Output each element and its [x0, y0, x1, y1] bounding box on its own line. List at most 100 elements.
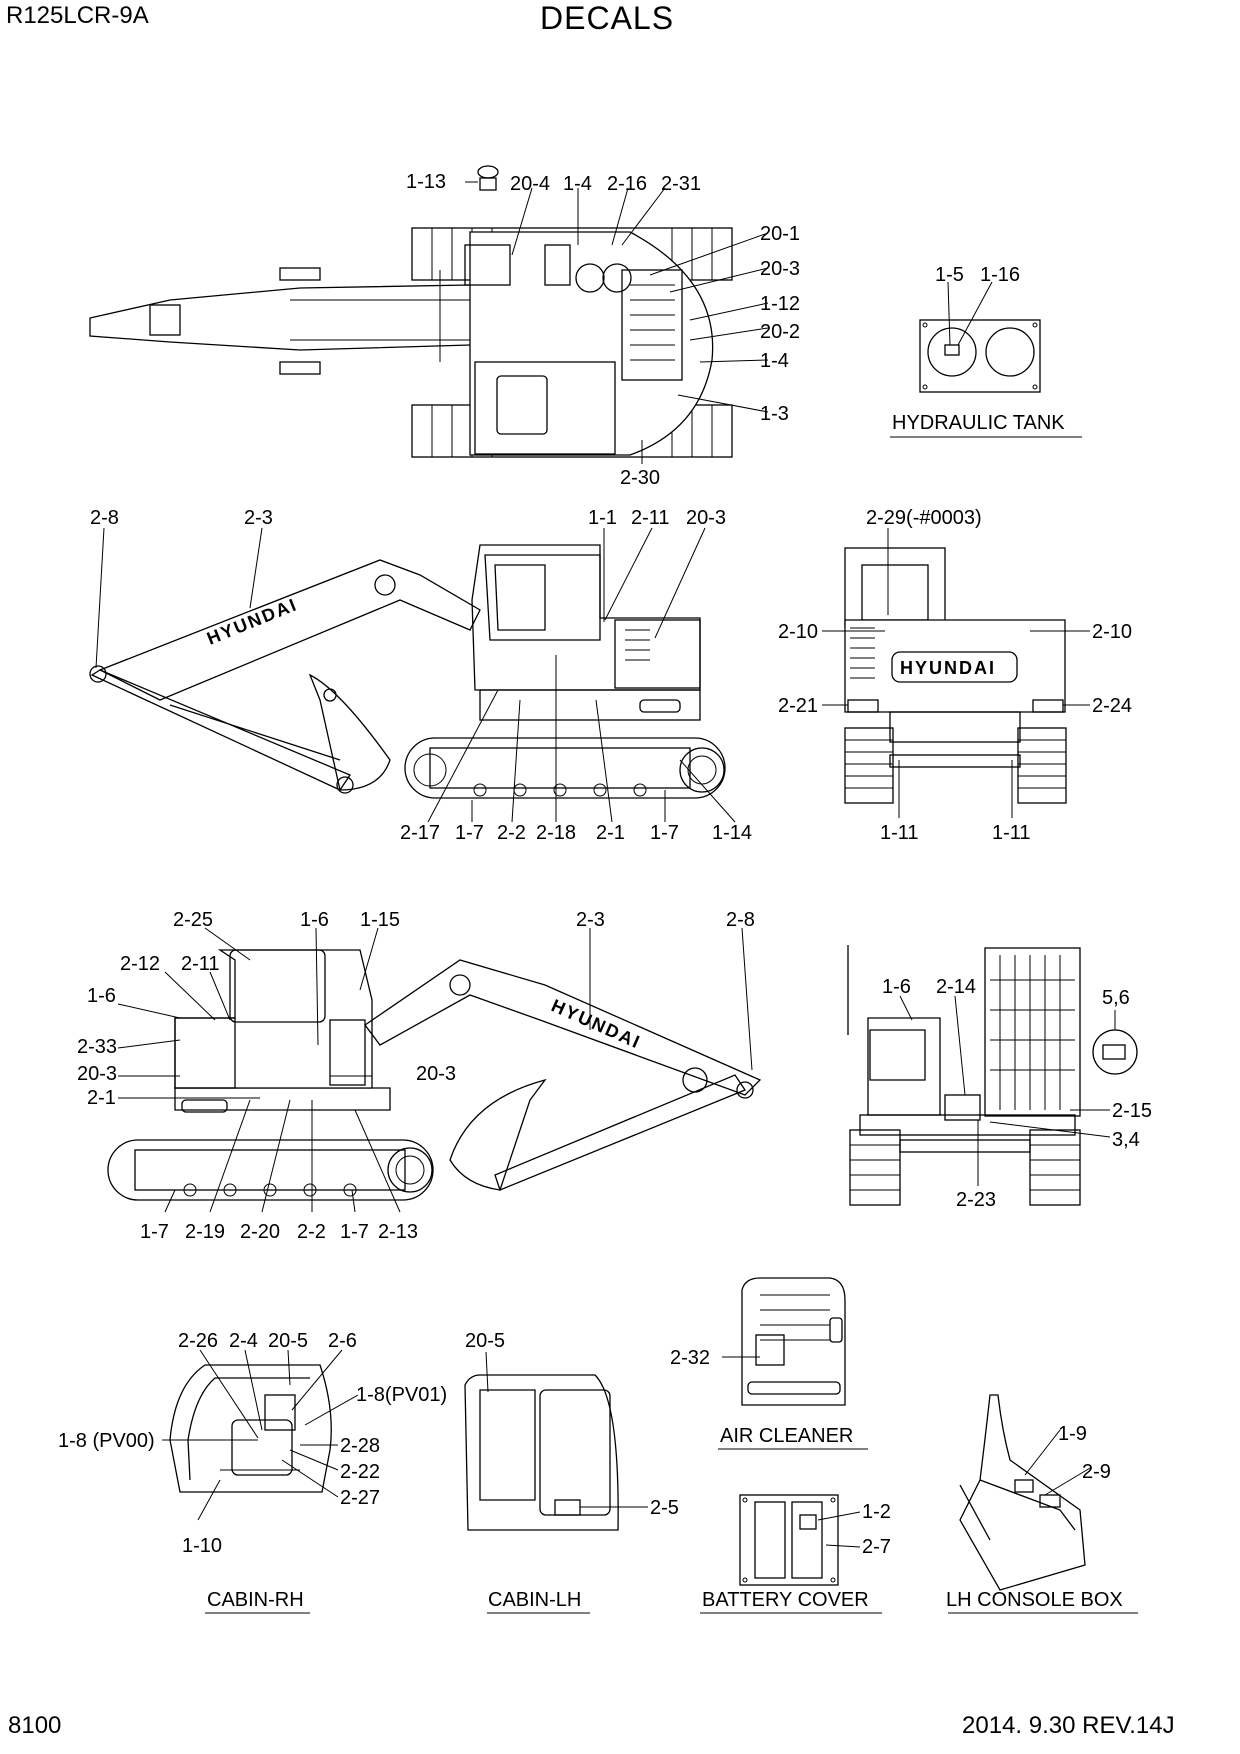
callout-2-3-right: 2-3	[576, 909, 605, 931]
callout-5-6: 5,6	[1102, 987, 1130, 1009]
callout-1-7-right-a: 1-7	[140, 1221, 169, 1243]
left-side-leaders	[95, 527, 736, 823]
callout-1-6-front: 1-6	[882, 976, 911, 998]
callout-1-7-left-b: 1-7	[650, 822, 679, 844]
callout-2-1-left: 2-1	[596, 822, 625, 844]
left-side-callouts: 2-8 2-3 1-1 2-11 20-3 2-17 1-7 2-2 2-18 …	[90, 507, 752, 844]
callout-1-15: 1-15	[360, 909, 400, 931]
callout-2-13: 2-13	[378, 1221, 418, 1243]
callout-20-5-lh: 20-5	[465, 1330, 505, 1352]
callout-2-12: 2-12	[120, 953, 160, 975]
callout-2-32: 2-32	[670, 1347, 710, 1369]
callout-2-9: 2-9	[1082, 1461, 1111, 1483]
callout-1-12: 1-12	[760, 293, 800, 315]
lh-console-box-callouts: 1-9 2-9 LH CONSOLE BOX	[946, 1423, 1123, 1611]
upper-frame	[469, 231, 714, 456]
top-view-callouts: 1-13 20-4 1-4 2-16 2-31 20-1 20-3 1-12 2…	[406, 171, 800, 489]
callout-20-3-left: 20-3	[686, 507, 726, 529]
caption-lh-console-box: LH CONSOLE BOX	[946, 1589, 1123, 1611]
page-number: 8100	[8, 1712, 62, 1739]
hydraulic-tank-labels: 1-5 1-16 HYDRAULIC TANK	[892, 264, 1065, 434]
callout-2-14: 2-14	[936, 976, 976, 998]
caption-cabin-rh: CABIN-RH	[207, 1589, 304, 1611]
cabin-rh-callouts: 2-26 2-4 20-5 2-6 1-8(PV01) 1-8 (PV00) 2…	[58, 1330, 447, 1611]
boom-arm-top	[89, 284, 471, 351]
callout-2-10-left: 2-10	[778, 621, 818, 643]
callout-2-16: 2-16	[607, 173, 647, 195]
callout-20-3: 20-3	[760, 258, 800, 280]
callout-2-19: 2-19	[185, 1221, 225, 1243]
callout-2-21: 2-21	[778, 695, 818, 717]
callout-2-8: 2-8	[90, 507, 119, 529]
callout-2-20: 2-20	[240, 1221, 280, 1243]
callout-1-14: 1-14	[712, 822, 752, 844]
callout-1-11-left: 1-11	[880, 822, 919, 844]
cabin-lh-drawing	[464, 1351, 648, 1614]
callout-1-3: 1-3	[760, 403, 789, 425]
callout-2-24: 2-24	[1092, 695, 1132, 717]
callout-2-31: 2-31	[661, 173, 701, 195]
track-left	[404, 737, 726, 799]
callout-2-6: 2-6	[328, 1330, 357, 1352]
track-right	[107, 1139, 434, 1201]
battery-cover-callouts: 1-2 2-7 BATTERY COVER	[702, 1501, 891, 1611]
callout-2-5: 2-5	[650, 1497, 679, 1519]
callout-2-29: 2-29(-#0003)	[866, 507, 982, 529]
top-view-leaders	[465, 181, 769, 464]
callout-20-2: 20-2	[760, 321, 800, 343]
front-view-drawing	[847, 945, 1138, 1206]
counterweight	[844, 619, 1066, 713]
callout-2-1-right: 2-1	[87, 1087, 116, 1109]
rear-view-leaders	[822, 528, 1090, 818]
battery-cover-panel	[739, 1494, 839, 1586]
cabin-rh-leaders	[162, 1349, 359, 1614]
hydraulic-tank-drawing	[890, 281, 1082, 438]
callout-2-2-left: 2-2	[497, 822, 526, 844]
boom-left	[98, 559, 481, 701]
callout-3-4: 3,4	[1112, 1129, 1140, 1151]
callout-2-11-right: 2-11	[181, 953, 220, 975]
callout-2-26: 2-26	[178, 1330, 218, 1352]
caption-air-cleaner: AIR CLEANER	[720, 1425, 853, 1447]
callout-1-4: 1-4	[563, 173, 592, 195]
front-view-leaders	[899, 995, 1116, 1186]
caption-hydraulic-tank: HYDRAULIC TANK	[892, 412, 1065, 434]
rear-track-right	[1017, 727, 1067, 804]
engine-hood	[621, 269, 683, 381]
callout-2-23: 2-23	[956, 1189, 996, 1211]
upper-left	[471, 544, 701, 691]
air-cleaner-drawing	[718, 1277, 868, 1450]
revision-date: 2014. 9.30 REV.14J	[962, 1712, 1175, 1739]
front-view-callouts: 1-6 2-14 5,6 2-15 3,4 2-23	[882, 976, 1152, 1211]
brand-hyundai-boom: HYUNDAI	[204, 594, 301, 649]
radiator-guard	[984, 947, 1081, 1117]
callout-1-6-right-b: 1-6	[87, 985, 116, 1007]
bucket-right	[449, 1078, 547, 1191]
callout-2-11: 2-11	[631, 507, 670, 529]
boom-right	[364, 959, 762, 1096]
callout-1-6-right: 1-6	[300, 909, 329, 931]
callout-2-25: 2-25	[173, 909, 213, 931]
lh-console-box-drawing	[948, 1394, 1138, 1614]
callout-1-10: 1-10	[182, 1535, 222, 1557]
callout-2-17: 2-17	[400, 822, 440, 844]
callout-1-4b: 1-4	[760, 350, 789, 372]
rear-view-callouts: 2-29(-#0003) 2-10 2-10 2-21 2-24 1-11 1-…	[778, 507, 1132, 844]
callout-2-4: 2-4	[229, 1330, 258, 1352]
callout-1-8-pv00: 1-8 (PV00)	[58, 1430, 155, 1452]
rear-track-left	[844, 727, 894, 804]
page-title: DECALS	[540, 0, 675, 36]
cabin-lh-door	[539, 1389, 611, 1516]
battery-cover-drawing	[700, 1494, 882, 1614]
callout-2-30: 2-30	[620, 467, 660, 489]
left-side-view-drawing: HYUNDAI	[89, 544, 726, 799]
callout-20-1: 20-1	[760, 223, 800, 245]
front-track-left	[849, 1129, 901, 1206]
console-body	[959, 1394, 1086, 1591]
callout-20-3-right-a: 20-3	[77, 1063, 117, 1085]
callout-20-3-right-b: 20-3	[416, 1063, 456, 1085]
cabin-rh-drawing	[169, 1364, 332, 1493]
callout-1-8-pv01: 1-8(PV01)	[356, 1384, 447, 1406]
callout-2-7: 2-7	[862, 1536, 891, 1558]
